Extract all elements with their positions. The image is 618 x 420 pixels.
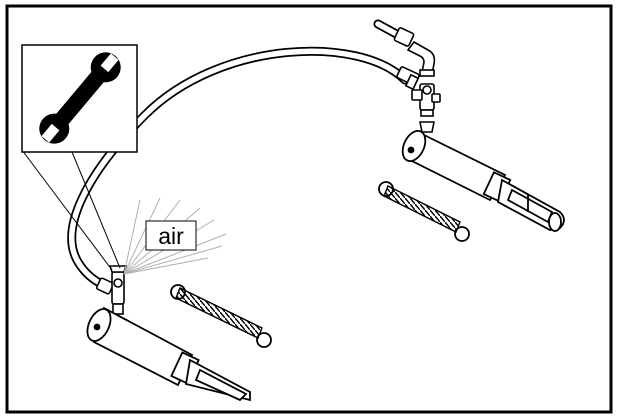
hose-fitting-top [396, 66, 420, 91]
tool-callout-box [21, 44, 138, 153]
bleed-valve-fitting [95, 265, 128, 315]
hydraulic-cylinder-left [86, 306, 251, 402]
air-label: air [145, 220, 197, 251]
callout-lines [21, 149, 121, 271]
wrench-icon [39, 52, 121, 144]
hydraulic-cylinder-right [401, 129, 565, 232]
tension-spring-right [378, 181, 470, 242]
elbow-fitting [373, 19, 436, 77]
tension-spring-left [170, 284, 272, 348]
tee-fitting-right [411, 83, 441, 133]
air-label-text: air [158, 223, 184, 249]
